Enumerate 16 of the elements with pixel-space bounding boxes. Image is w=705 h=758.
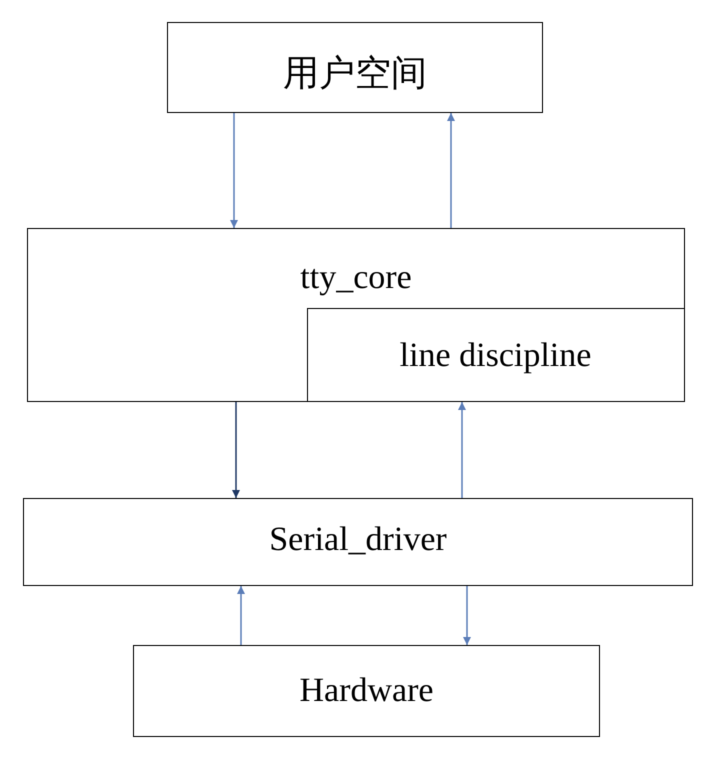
arrow [237, 586, 245, 645]
box-label: 用户空间 [283, 52, 427, 95]
arrow [232, 402, 240, 498]
process-box [23, 498, 693, 586]
process-box [133, 645, 600, 737]
process-box [27, 228, 685, 402]
box-label: line discipline [400, 336, 592, 374]
box-label: Serial_driver [269, 521, 447, 559]
arrow [463, 586, 471, 645]
process-box [167, 22, 543, 113]
box-label: Hardware [299, 672, 434, 710]
arrow [458, 402, 466, 498]
arrow [230, 113, 238, 228]
arrow [447, 113, 455, 228]
box-label: tty_core [300, 259, 412, 297]
process-box [306, 308, 684, 402]
